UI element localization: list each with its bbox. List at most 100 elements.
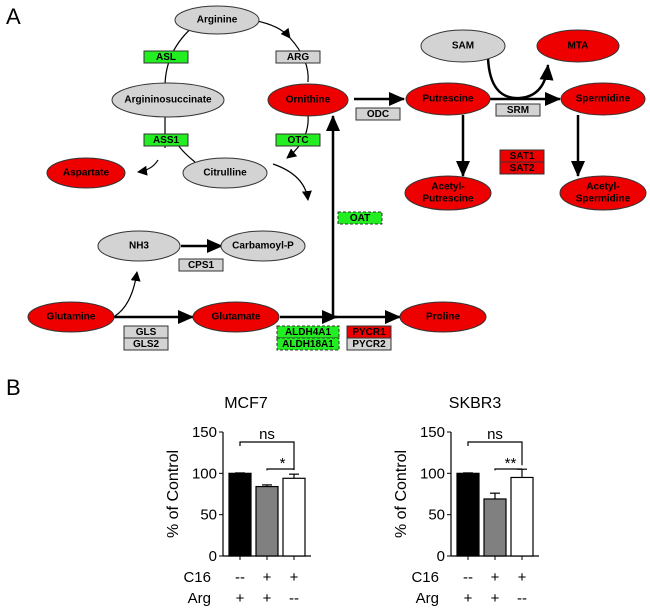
bar-1	[255, 485, 279, 557]
y-tick-label: 0	[209, 548, 217, 565]
metabolite-shape	[220, 230, 306, 262]
enzyme-label: OAT	[350, 213, 370, 224]
enzyme-otc: OTC	[275, 133, 321, 147]
metabolite-spermidine: Spermidine	[560, 82, 646, 116]
enzyme-label: CPS1	[188, 260, 215, 271]
metabolite-label: Proline	[426, 312, 460, 323]
condition-value: +	[236, 590, 245, 607]
metabolite-shape	[97, 230, 181, 262]
y-tick-label: 100	[420, 465, 445, 482]
enzyme-label: ASS1	[153, 135, 180, 146]
enzyme-box	[355, 107, 401, 121]
metabolite-shape	[420, 29, 506, 63]
enzyme-box	[178, 258, 224, 272]
enzyme-label: PYCR1	[352, 327, 386, 338]
condition-value: +	[491, 590, 500, 607]
enzyme-box	[495, 103, 541, 117]
enzyme-srm: SRM	[495, 103, 541, 117]
enzyme-label: PYCR2	[352, 339, 386, 350]
enzyme-box	[346, 337, 392, 351]
panel-b-label: B	[6, 375, 21, 400]
metabolite-glutamine: Glutamine	[27, 301, 115, 333]
enzyme-asl: ASL	[143, 50, 189, 64]
metabolite-label: NH3	[129, 241, 149, 252]
chart-title: SKBR3	[449, 395, 502, 412]
metabolite-shape	[405, 82, 491, 116]
enzyme-box	[123, 337, 169, 351]
metabolite-carbamoyl-p: Carbamoyl-P	[220, 230, 306, 262]
chart-title: MCF7	[224, 395, 268, 412]
enzyme-label: ALDH4A1	[285, 327, 332, 338]
y-tick-label: 50	[200, 507, 217, 524]
pathway-main-arrows	[114, 57, 585, 324]
enzyme-label: OTC	[287, 135, 308, 146]
condition-name: C16	[411, 569, 439, 586]
metabolite-argininosuccinate: Argininosuccinate	[111, 82, 225, 118]
enzyme-label: ASL	[156, 52, 176, 63]
sig-bracket-ns	[467, 441, 523, 466]
enzyme-label: SRM	[507, 105, 529, 116]
metabolite-shape	[192, 301, 280, 333]
metabolite-sam: SAM	[420, 29, 506, 63]
sig-label: **	[505, 455, 517, 472]
edge-carbamoyl-citrulline	[272, 163, 312, 201]
enzyme-box	[143, 50, 189, 64]
enzyme-label: ODC	[367, 109, 389, 120]
metabolite-shape	[404, 175, 492, 211]
edge-aspartate-ass1	[137, 159, 159, 176]
y-tick-label: 150	[192, 424, 217, 441]
metabolite-label: Glutamate	[212, 312, 261, 323]
metabolite-label: MTA	[568, 41, 589, 52]
condition-value: --	[235, 569, 245, 586]
sig-label: *	[280, 455, 286, 472]
metabolite-proline: Proline	[399, 301, 487, 333]
enzyme-box	[276, 337, 340, 351]
bar-1	[483, 498, 507, 557]
condition-value: +	[491, 569, 500, 586]
sig-bracket-star	[266, 468, 294, 471]
enzyme-label: SAT1	[510, 151, 535, 162]
metabolite-mta: MTA	[536, 29, 620, 63]
metabolite-label: Acetyl-	[431, 182, 464, 193]
condition-value: +	[518, 569, 527, 586]
metabolite-label: Citrulline	[203, 168, 247, 179]
metabolite-shape	[27, 301, 115, 333]
y-axis-label: % of Control	[393, 450, 410, 538]
enzyme-label: SAT2	[510, 163, 535, 174]
metabolite-shape	[399, 301, 487, 333]
metabolite-arginine: Arginine	[174, 5, 260, 35]
y-tick-label: 100	[192, 465, 217, 482]
metabolite-label: Ornithine	[286, 95, 331, 106]
metabolite-shape	[560, 82, 646, 116]
metabolite-label: SAM	[452, 41, 474, 52]
metabolite-putrescine: Putrescine	[405, 82, 491, 116]
metabolite-label: Spermidine	[576, 194, 631, 205]
y-tick-label: 50	[428, 507, 445, 524]
enzyme-label: GLS2	[133, 339, 160, 350]
sig-bracket-ns	[239, 441, 295, 471]
metabolite-label: Acetyl-	[586, 182, 619, 193]
metabolite-nh3: NH3	[97, 230, 181, 262]
metabolite-label: Putrescine	[422, 94, 474, 105]
y-tick-label: 150	[420, 424, 445, 441]
condition-name: C16	[183, 569, 211, 586]
enzyme-ass1: ASS1	[143, 133, 189, 147]
condition-value: +	[290, 569, 299, 586]
metabolite-shape	[182, 157, 268, 189]
bar-0	[228, 472, 252, 557]
arrow-sam-mta	[486, 57, 554, 100]
condition-value: --	[517, 590, 527, 607]
condition-value: --	[289, 590, 299, 607]
metabolite-label: Argininosuccinate	[124, 95, 212, 106]
metabolite-shape	[46, 157, 126, 189]
condition-name: Arg	[188, 590, 211, 607]
panel-a-label: A	[6, 4, 21, 29]
